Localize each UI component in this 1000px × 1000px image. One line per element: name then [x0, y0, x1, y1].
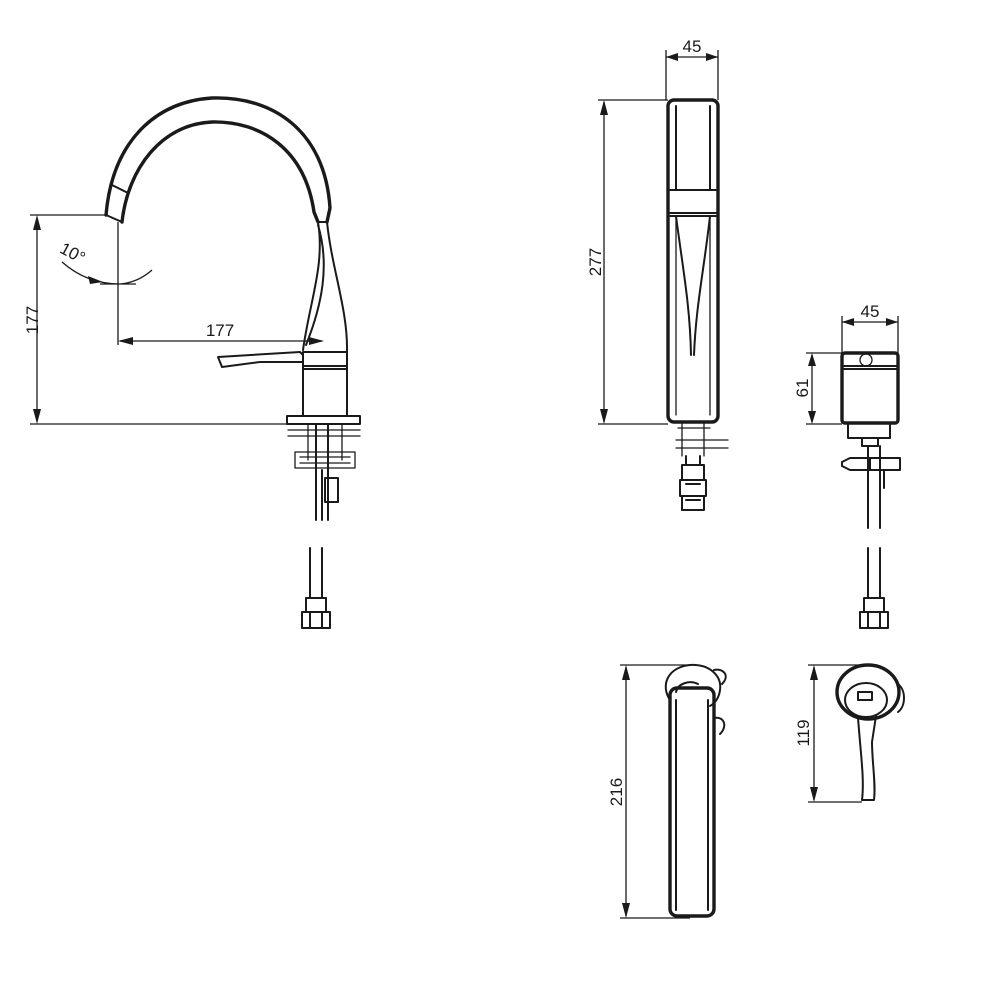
dim-front-width-arrow-left — [666, 53, 678, 61]
handle-lever-inner — [675, 699, 709, 911]
dim-front-width-arrow-right — [706, 53, 718, 61]
neck-twist — [302, 221, 349, 353]
dim-height-arrow-bottom — [33, 409, 41, 424]
dim-angle-arrow — [88, 276, 103, 284]
valve-base — [847, 422, 891, 447]
dim-reach-arrow-right — [309, 337, 324, 345]
front-spout-inner — [669, 105, 717, 217]
side-mount-stud — [315, 423, 329, 521]
side-hose-nut — [301, 597, 331, 629]
handle-side-lever — [857, 715, 877, 801]
dim-front-height-label: 277 — [586, 248, 605, 276]
handle-lever-outline — [668, 686, 716, 918]
side-view-dimensions: 177 177 10° — [23, 214, 324, 425]
dim-valve-height-arrow-top — [808, 353, 816, 366]
dim-spout-height-label: 177 — [23, 306, 42, 334]
handle-hub — [664, 663, 722, 707]
handle-side-view — [835, 663, 905, 801]
dim-handle-length-arrow-bottom — [622, 903, 630, 918]
dim-handle-length-arrow-top — [622, 665, 630, 680]
dim-spout-angle-label: 10° — [57, 239, 89, 268]
valve-cartridge-band — [841, 365, 899, 370]
handle-side-inner-ring — [844, 682, 888, 718]
valve-cartridge-screw — [859, 353, 873, 367]
dim-valve-width-label: 45 — [861, 302, 880, 321]
side-supply-hose — [309, 547, 323, 599]
front-body-outline — [666, 98, 720, 424]
spout-outer-curve — [104, 96, 332, 224]
dim-handle-height-extension — [808, 664, 866, 803]
dim-valve-height-label: 61 — [793, 379, 812, 398]
valve-lever-stub — [841, 457, 901, 471]
dim-angle-arc — [61, 261, 153, 285]
side-body — [302, 351, 348, 417]
handle-side-indicator — [857, 691, 873, 701]
dim-valve-width-arrow-right — [886, 318, 898, 326]
handle-side-back-cap — [897, 683, 905, 713]
dim-reach-arrow-left — [118, 337, 133, 345]
dim-front-height-extension — [598, 99, 668, 425]
front-neck-twist — [675, 215, 711, 356]
front-mount-washers — [675, 421, 729, 457]
dim-valve-width-arrow-left — [842, 318, 854, 326]
side-lever — [217, 351, 304, 368]
front-view-dimensions: 45 277 — [586, 37, 719, 425]
dim-front-height-arrow-bottom — [600, 409, 608, 424]
valve-body-view — [840, 351, 901, 629]
front-neck-edge — [675, 215, 711, 416]
spout-inner-curve — [120, 120, 320, 224]
valve-body-outline — [840, 351, 900, 425]
dim-handle-length-extension — [620, 664, 690, 919]
side-base-plate — [286, 415, 361, 425]
valve-hose-lower — [867, 547, 881, 599]
side-mount-washers — [287, 423, 361, 469]
front-view-faucet — [666, 98, 729, 511]
dim-handle-height-label: 119 — [794, 719, 813, 746]
handle-front-view — [664, 663, 727, 918]
valve-hose-upper — [867, 445, 885, 529]
handle-hub-clip — [713, 668, 727, 735]
dim-handle-length-label: 216 — [607, 778, 626, 806]
dim-valve-height-arrow-bottom — [808, 411, 816, 424]
handle-front-dimensions: 216 — [607, 664, 690, 919]
dim-height-extension — [30, 214, 287, 425]
dim-height-arrow-top — [33, 215, 41, 230]
dim-front-width-label: 45 — [683, 37, 702, 56]
dim-handle-height-arrow-top — [810, 665, 818, 680]
side-view-faucet — [104, 96, 361, 629]
handle-side-dimensions: 119 — [794, 664, 866, 803]
handle-hub-inner — [675, 681, 699, 693]
side-hose-fitting — [324, 477, 339, 503]
spout-nozzle — [105, 184, 129, 223]
dim-spout-reach-label: 177 — [206, 321, 234, 340]
dim-handle-height-arrow-bottom — [810, 787, 818, 802]
dim-front-height-arrow-top — [600, 100, 608, 115]
valve-hose-nut — [859, 597, 889, 629]
valve-body-dimensions: 45 61 — [793, 302, 899, 425]
handle-side-outer-ring — [835, 663, 901, 721]
front-mount-stud — [679, 455, 707, 511]
